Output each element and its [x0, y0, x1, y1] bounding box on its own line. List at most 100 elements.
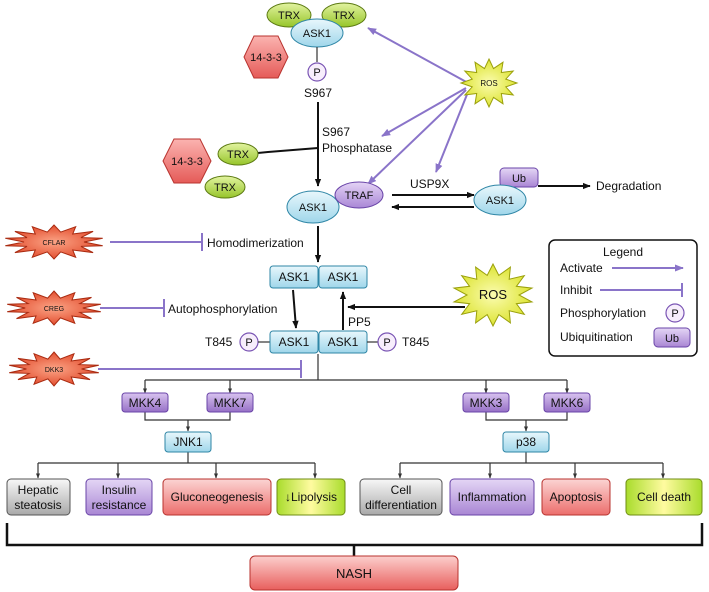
- hex-14-3-3-top-label: 14-3-3: [250, 52, 282, 64]
- mkk4-node: [121, 392, 169, 413]
- homodimerization-label: Homodimerization: [207, 236, 304, 250]
- ask1-ub-complex: Ub ASK1: [473, 167, 539, 216]
- ask1-dimer-right: [318, 265, 368, 289]
- ask1-traf-label: ASK1: [299, 202, 327, 214]
- creg-burst-shape: [7, 290, 101, 326]
- outcome-insulin-resistance: [85, 478, 153, 516]
- cflar-burst: CFLAR: [5, 224, 103, 260]
- jnk1-label: JNK1: [173, 435, 203, 449]
- phospho-right-icon: [377, 332, 397, 352]
- mkk7-label: MKK7: [214, 396, 247, 410]
- outcome-cell-differentiation: [359, 478, 443, 516]
- ask1-dimer-left: [269, 265, 319, 289]
- outcome-cell-death-label: Cell death: [637, 490, 691, 504]
- phosphatase-site: S967: [322, 125, 350, 139]
- outcome-insulin-resistance-line1: Insulin: [102, 483, 137, 497]
- legend-ub-label: Ub: [665, 333, 679, 345]
- outcome-row: Hepatic steatosis Insulin resistance Glu…: [6, 478, 703, 516]
- trx-released-2: [204, 175, 246, 199]
- inhibition-lines: [98, 233, 302, 378]
- legend-title: Legend: [603, 245, 643, 259]
- trx-released-2-label: TRX: [214, 182, 237, 194]
- trx-released-1-label: TRX: [227, 149, 250, 161]
- legend: Legend Activate Inhibit Phosphorylation …: [548, 239, 698, 357]
- p38-label: p38: [516, 435, 536, 449]
- traf-node: [334, 181, 384, 209]
- outcome-cell-differentiation-line1: Cell: [391, 483, 412, 497]
- nash-box: [249, 555, 459, 591]
- ask1-traf-complex: ASK1 TRAF: [286, 181, 384, 224]
- legend-phospho-label: P: [671, 308, 678, 320]
- ask1-top-label: ASK1: [303, 28, 331, 40]
- site-t845-right: T845: [402, 335, 430, 349]
- ask1-ub-label: ASK1: [486, 195, 514, 207]
- cflar-burst-shape: [5, 224, 103, 260]
- ask1-ub-node: [473, 184, 527, 216]
- outcome-lipolysis-label: ↓Lipolysis: [285, 490, 337, 504]
- ros-big-burst: ROS: [452, 262, 534, 328]
- outcome-inflammation: [449, 478, 535, 516]
- ask1-dimer-right-label: ASK1: [328, 270, 359, 284]
- legend-activate: Activate: [560, 261, 603, 275]
- legend-ub-tag: [653, 327, 691, 348]
- outcome-hepatic-steatosis: [6, 478, 71, 516]
- mkk3-label: MKK3: [470, 396, 503, 410]
- autophosphorylation-label: Autophosphorylation: [168, 302, 277, 316]
- ub-tag-label: Ub: [512, 173, 526, 185]
- phospho-top-icon: [307, 62, 327, 82]
- outcome-cell-death: [625, 478, 703, 516]
- ub-tag: [499, 167, 539, 188]
- hex-14-3-3-top: [243, 35, 289, 79]
- outcome-hepatic-steatosis-line2: steatosis: [14, 498, 61, 512]
- outcome-gluconeogenesis-label: Gluconeogenesis: [171, 490, 264, 504]
- outcome-apoptosis: [541, 478, 611, 516]
- trx-left-label: TRX: [278, 10, 301, 22]
- trx-released-1: [217, 142, 259, 166]
- nash-label: NASH: [336, 566, 372, 581]
- legend-phospho-icon: [665, 303, 685, 323]
- degradation-label: Degradation: [596, 179, 661, 193]
- mkk3-node: [462, 392, 510, 413]
- legend-ubiquitination: Ubiquitination: [560, 330, 633, 344]
- outcome-insulin-resistance-line2: resistance: [92, 498, 147, 512]
- ask1-dimer: ASK1 ASK1: [269, 265, 368, 289]
- phospho-right-label: P: [383, 337, 390, 349]
- legend-phosphorylation: Phosphorylation: [560, 306, 646, 320]
- mkk4-label: MKK4: [129, 396, 162, 410]
- outcome-gluconeogenesis: [162, 478, 272, 516]
- mkk6-node: [543, 392, 591, 413]
- hex-14-3-3-released-label: 14-3-3: [171, 156, 203, 168]
- ros-big-burst-shape: [452, 262, 534, 328]
- dkk3-burst: DKK3: [9, 351, 99, 387]
- trx-left-node: [266, 2, 312, 28]
- outcome-lipolysis: [276, 478, 346, 516]
- p38-node: [502, 431, 550, 453]
- phospho-top-label: P: [313, 67, 320, 79]
- trx-right-label: TRX: [333, 10, 356, 22]
- usp9x-label: USP9X: [410, 177, 449, 191]
- outcome-hepatic-steatosis-line1: Hepatic: [18, 483, 59, 497]
- ask1-phospho-left-label: ASK1: [279, 335, 310, 349]
- trx-right-node: [321, 2, 367, 28]
- outcome-cell-differentiation-line2: differentiation: [365, 498, 437, 512]
- legend-inhibit: Inhibit: [560, 283, 593, 297]
- outcome-inflammation-label: Inflammation: [458, 490, 527, 504]
- pathway-arrows: [247, 102, 591, 330]
- ask1-phospho-right-label: ASK1: [328, 335, 359, 349]
- released-proteins: 14-3-3 TRX TRX: [162, 138, 259, 199]
- phosphatase-label: Phosphatase: [322, 141, 392, 155]
- outcome-apoptosis-label: Apoptosis: [550, 490, 603, 504]
- phospho-left-label: P: [245, 337, 252, 349]
- mkk7-node: [206, 392, 254, 413]
- hex-14-3-3-released: [162, 138, 212, 184]
- site-s967-top: S967: [304, 86, 332, 100]
- ask1-inactive-complex: TRX TRX ASK1 P S967 14-3-3: [243, 2, 367, 100]
- pp5-label: PP5: [348, 315, 371, 329]
- mkk6-label: MKK6: [551, 396, 584, 410]
- mkk-row: MKK4 MKK7 MKK3 MKK6: [121, 392, 591, 413]
- ros-small-burst: ROS: [459, 57, 519, 109]
- downstream-tree: [36, 354, 665, 479]
- cflar-label: CFLAR: [43, 240, 66, 247]
- ask1-dimer-left-label: ASK1: [279, 270, 310, 284]
